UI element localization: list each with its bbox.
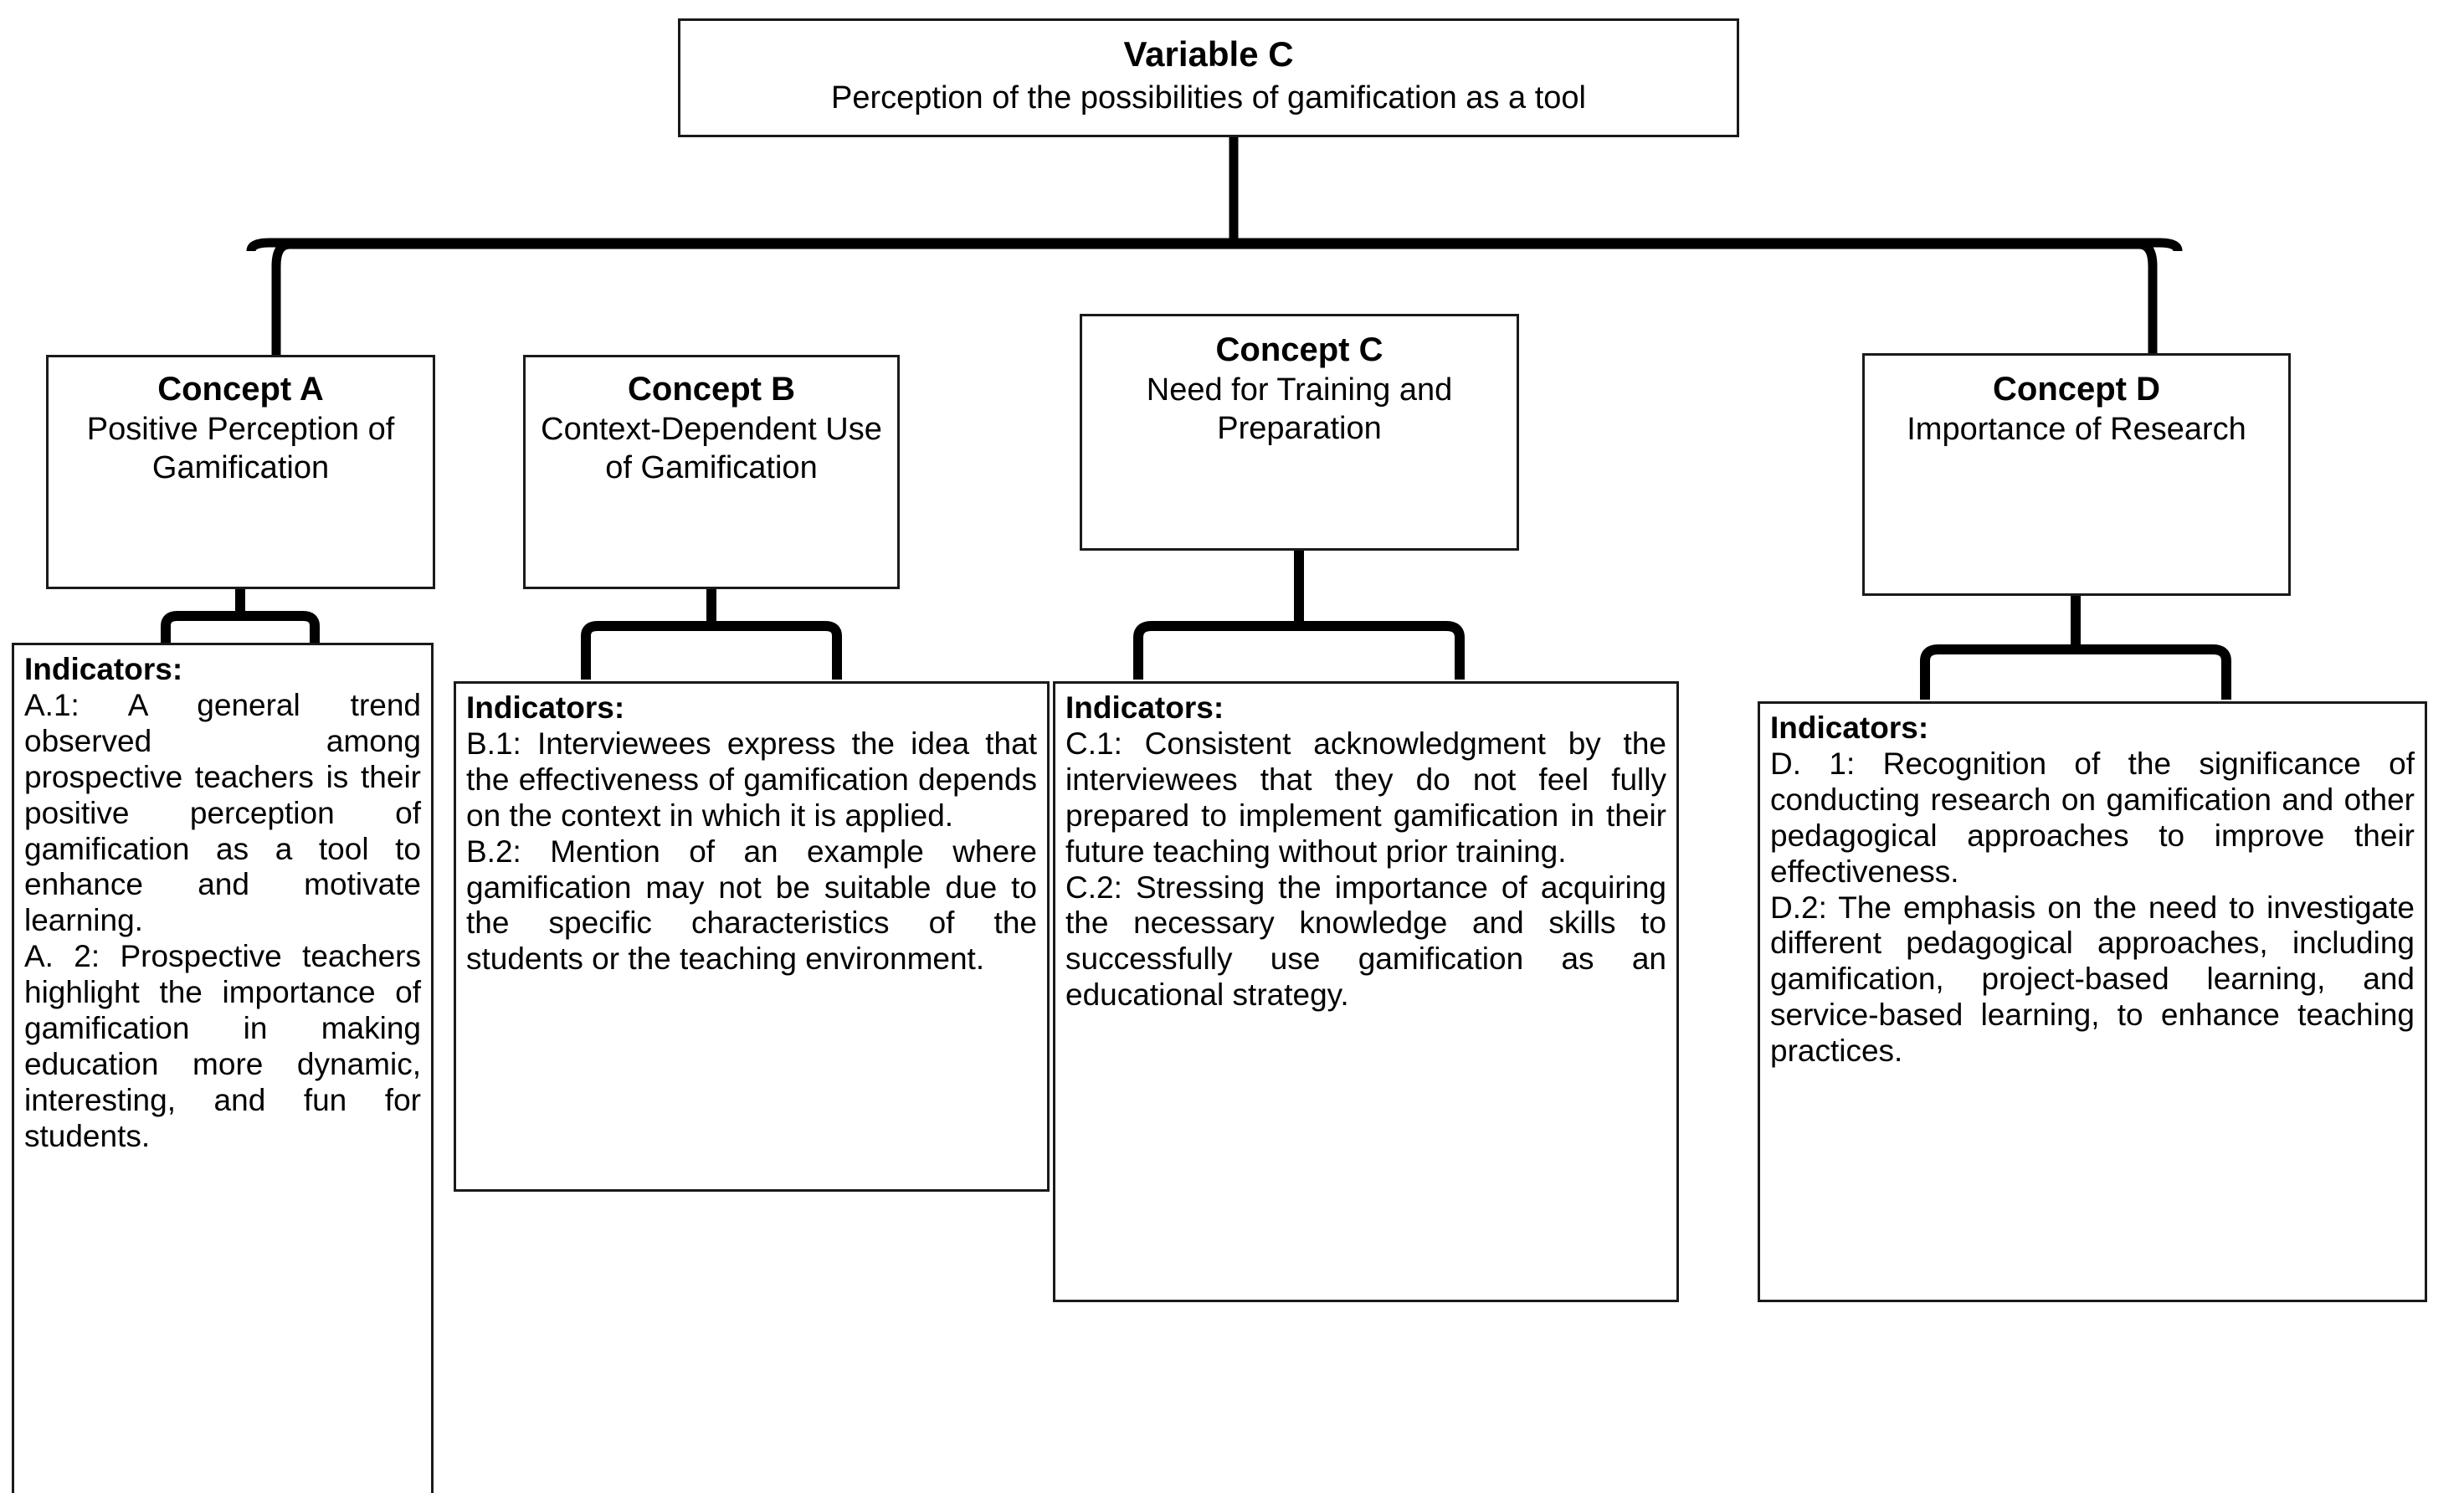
indicator-item: C.1: Consistent acknowledgment by the in… (1065, 726, 1666, 869)
root-node-content: Variable C Perception of the possibiliti… (680, 21, 1737, 130)
concept-c-subtitle: Need for Training and Preparation (1146, 372, 1453, 447)
indicator-item: D.2: The emphasis on the need to investi… (1770, 890, 2415, 1069)
concept-c-to-indicators-connector (1133, 551, 1465, 680)
indicators-d-body: D. 1: Recognition of the significance of… (1770, 746, 2415, 1070)
concept-node-a: Concept A Positive Perception of Gamific… (46, 355, 435, 589)
indicators-box-d: Indicators: D. 1: Recognition of the sig… (1758, 701, 2427, 1302)
indicators-a-content: Indicators: A.1: A general trend observe… (14, 645, 431, 1163)
indicators-b-body: B.1: Interviewees express the idea that … (466, 726, 1037, 977)
indicators-a-body: A.1: A general trend observed among pros… (24, 688, 421, 1155)
indicators-c-body: C.1: Consistent acknowledgment by the in… (1065, 726, 1666, 1013)
concept-node-d: Concept D Importance of Research (1862, 353, 2291, 596)
indicator-item: D. 1: Recognition of the significance of… (1770, 746, 2415, 889)
indicators-a-heading: Indicators: (24, 652, 183, 686)
concept-a-content: Concept A Positive Perception of Gamific… (49, 357, 433, 500)
concept-d-content: Concept D Importance of Research (1865, 356, 2288, 462)
bracket-right-drop-to-concept-d (2138, 239, 2158, 353)
concept-c-title: Concept C (1215, 331, 1383, 368)
concept-b-content: Concept B Context-Dependent Use of Gamif… (526, 357, 897, 500)
root-node-subtitle: Perception of the possibilities of gamif… (831, 80, 1586, 116)
indicator-item: B.1: Interviewees express the idea that … (466, 726, 1037, 833)
concept-d-to-indicators-connector (1920, 596, 2231, 700)
indicators-c-heading: Indicators: (1065, 690, 1224, 725)
indicators-d-heading: Indicators: (1770, 711, 1929, 745)
root-node-variable-c: Variable C Perception of the possibiliti… (678, 18, 1739, 137)
concept-a-subtitle: Positive Perception of Gamification (86, 411, 395, 486)
concept-a-to-indicators-connector (161, 589, 320, 643)
indicators-b-heading: Indicators: (466, 690, 625, 725)
indicators-c-content: Indicators: C.1: Consistent acknowledgme… (1055, 684, 1676, 1022)
concept-d-title: Concept D (1993, 371, 2160, 408)
concept-node-c: Concept C Need for Training and Preparat… (1080, 314, 1519, 551)
indicators-d-content: Indicators: D. 1: Recognition of the sig… (1760, 704, 2425, 1078)
indicators-b-content: Indicators: B.1: Interviewees express th… (456, 684, 1047, 986)
indicator-item: B.2: Mention of an example where gamific… (466, 834, 1037, 977)
indicator-item: C.2: Stressing the importance of acquiri… (1065, 870, 1666, 1013)
concept-b-to-indicators-connector (581, 589, 842, 680)
concept-b-title: Concept B (628, 371, 795, 408)
root-node-title: Variable C (1123, 34, 1294, 74)
indicator-item: A. 2: Prospective teachers highlight the… (24, 939, 421, 1153)
concept-node-b: Concept B Context-Dependent Use of Gamif… (523, 355, 900, 589)
bracket-left-drop-to-concept-a (271, 239, 290, 355)
concept-b-subtitle: Context-Dependent Use of Gamification (541, 411, 882, 486)
root-to-concepts-connector (246, 137, 2183, 252)
indicators-box-b: Indicators: B.1: Interviewees express th… (454, 681, 1050, 1192)
indicators-box-c: Indicators: C.1: Consistent acknowledgme… (1053, 681, 1679, 1302)
concept-a-title: Concept A (157, 371, 324, 408)
concept-c-content: Concept C Need for Training and Preparat… (1082, 316, 1517, 462)
indicator-item: A.1: A general trend observed among pros… (24, 687, 421, 938)
concept-d-subtitle: Importance of Research (1907, 411, 2246, 447)
indicators-box-a: Indicators: A.1: A general trend observe… (12, 643, 434, 1493)
